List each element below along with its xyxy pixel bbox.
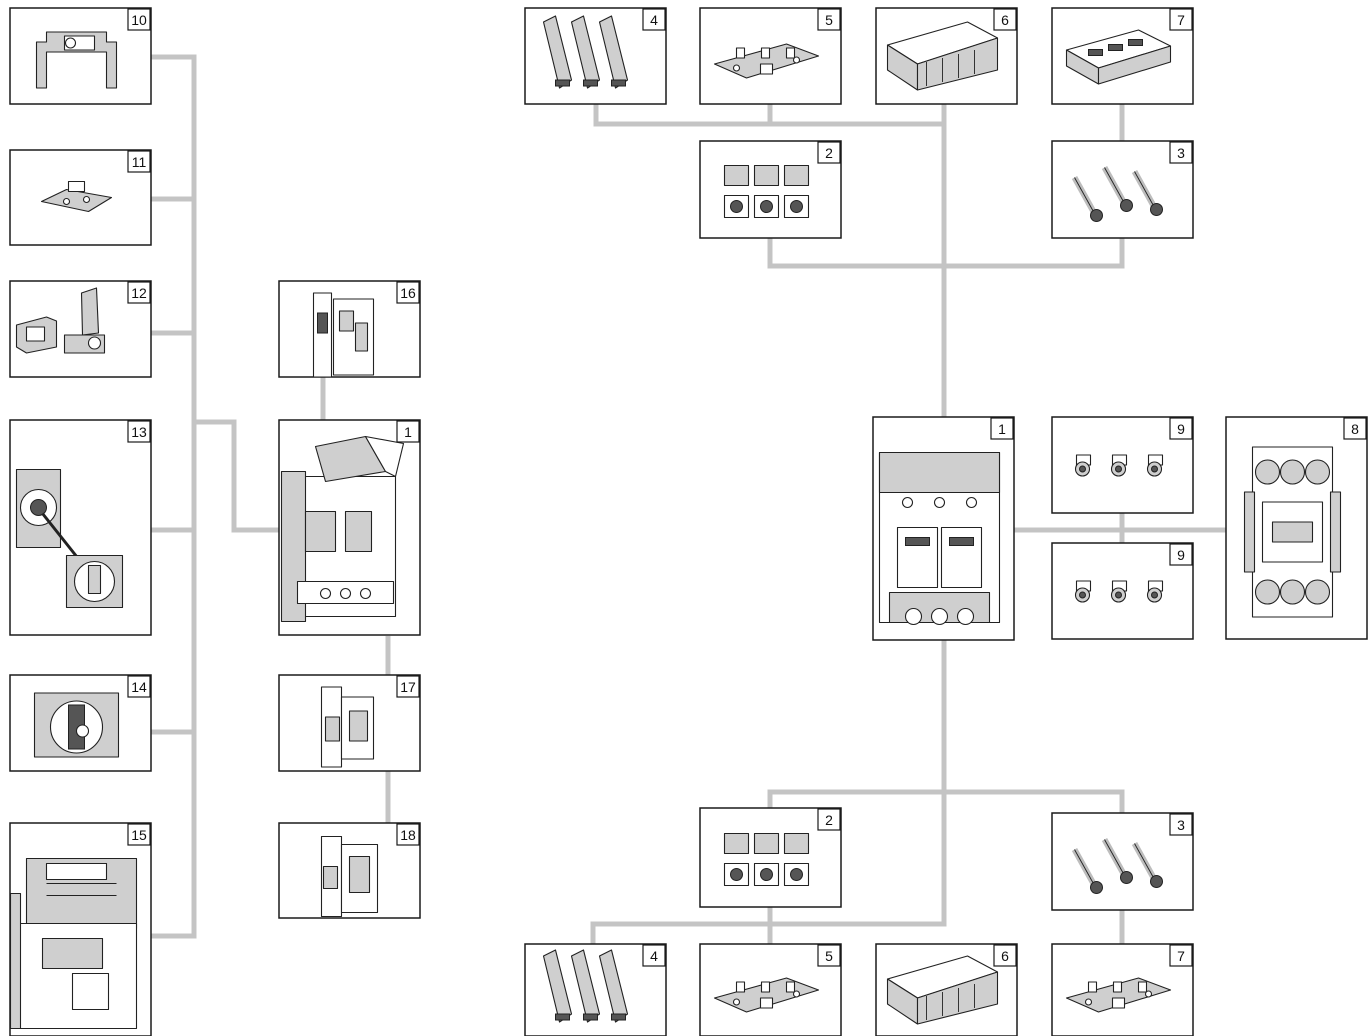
component-box-t6: 6 [876,8,1017,104]
component-box-b4: 4 [525,944,666,1036]
plug-in-base-icon [1245,447,1341,617]
component-box-t5: 5 [700,8,841,104]
component-number: 15 [131,827,147,843]
component-number: 5 [825,12,833,28]
component-number: 16 [400,285,416,301]
shunt-release-icon [322,687,374,767]
component-number: 12 [131,285,147,301]
component-number: 6 [1001,12,1009,28]
component-box-c13: 13 [10,420,151,635]
component-box-t7: 7 [1052,8,1193,104]
component-box-m1: 1 [873,417,1014,640]
component-number: 10 [131,12,147,28]
connector-line [151,57,194,936]
component-number: 1 [998,421,1006,437]
component-number: 13 [131,424,147,440]
component-box-c15: 15 [10,823,151,1036]
component-number: 2 [825,812,833,828]
connector-line [194,422,279,530]
component-box-b6: 6 [876,944,1017,1036]
component-box-m8: 8 [1226,417,1367,639]
component-number: 3 [1177,817,1185,833]
component-box-c18: 18 [279,823,420,918]
component-box-t3: 3 [1052,141,1193,238]
component-number: 4 [650,948,658,964]
component-box-b2: 2 [700,808,841,907]
component-number: 11 [132,154,147,170]
component-number: 3 [1177,145,1185,161]
component-box-c16: 16 [279,281,420,377]
component-number: 7 [1177,12,1185,28]
component-box-b7: 7 [1052,944,1193,1036]
component-box-b3: 3 [1052,813,1193,910]
auxiliary-contact-icon [314,293,374,377]
component-box-c14: 14 [10,675,151,771]
rear-studs-icon [1076,581,1163,602]
component-box-m9b: 9 [1052,543,1193,639]
component-box-c10: 10 [10,8,151,104]
component-number: 14 [131,679,147,695]
circuit-breaker-front-icon [880,453,1000,625]
component-box-m9a: 9 [1052,417,1193,513]
component-box-c17: 17 [279,675,420,771]
component-number: 9 [1177,421,1185,437]
component-number: 4 [650,12,658,28]
component-number: 8 [1351,421,1359,437]
rotary-handle-icon [35,693,119,757]
component-number: 18 [400,827,416,843]
component-box-c12: 12 [10,281,151,377]
component-number: 6 [1001,948,1009,964]
rear-studs-icon [1076,455,1163,476]
component-number: 1 [404,424,412,440]
component-number: 9 [1177,547,1185,563]
component-number: 2 [825,145,833,161]
component-number: 5 [825,948,833,964]
component-number: 17 [400,679,416,695]
component-box-t4: 4 [525,8,666,104]
component-number: 7 [1177,948,1185,964]
motor-mechanism-icon [11,859,137,1029]
component-box-c1l: 1 [279,420,420,635]
undervoltage-release-icon [322,837,378,917]
component-box-c11: 11 [10,150,151,245]
component-box-t2: 2 [700,141,841,238]
component-box-b5: 5 [700,944,841,1036]
